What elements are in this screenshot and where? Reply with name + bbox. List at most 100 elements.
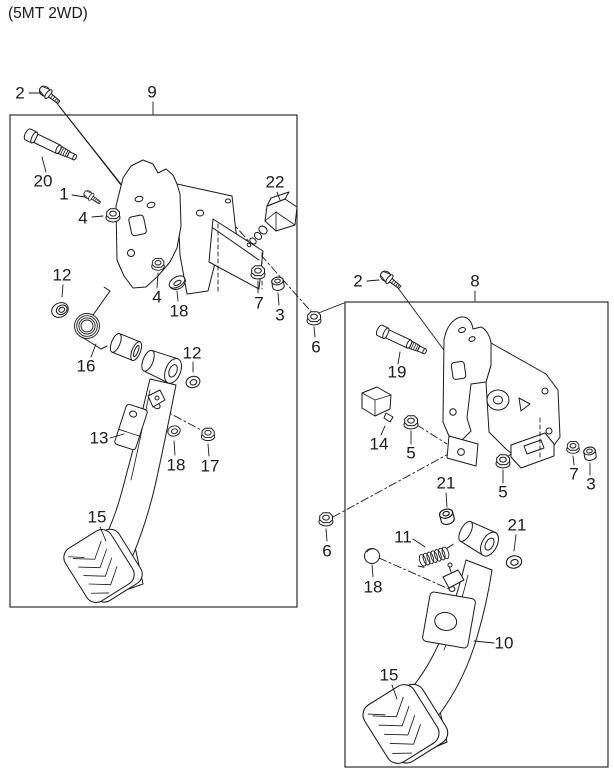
part-label-5-upper: 5 [406,444,415,463]
part-label-18-ball: 18 [364,578,383,597]
ball-18 [364,548,380,564]
nut-17 [200,427,216,442]
leader-line-21-upper [445,492,448,508]
leader-line-14 [380,425,386,436]
nut-7-left [250,265,266,280]
clutch-bracket [115,159,264,295]
bushing-12-left [48,299,72,321]
bolt-2-right [377,268,404,292]
return-spring-16 [74,286,111,350]
assembly-box-9 [9,114,298,608]
nut-6-left [306,311,322,326]
variant-title: (5MT 2WD) [8,5,88,22]
assembly-box-8 [344,301,609,768]
leader-line-16 [90,343,97,358]
part-label-10: 10 [495,634,514,653]
part-label-11: 11 [394,528,412,547]
part-label-5-lower: 5 [498,483,507,502]
switch-14 [361,386,394,423]
leader-line-7-right [572,455,575,466]
leader-line-4-lower [156,272,159,289]
part-label-8: 8 [470,272,479,291]
leader-line-4-upper [91,215,104,218]
leader-line-19 [397,351,401,365]
part-label-14: 14 [370,435,389,454]
switch-axis-dashline [228,218,316,317]
leader-line-15-right [391,684,398,700]
part-label-12-right: 12 [183,344,202,363]
part-label-16: 16 [77,357,96,376]
part-label-22: 22 [266,173,285,192]
switch-22 [246,191,298,248]
part-label-15-right: 15 [380,666,399,685]
leader-line-20 [41,156,47,173]
part-label-4-lower: 4 [152,288,161,307]
part-label-9: 9 [147,83,156,102]
bolt-1 [81,188,103,207]
nut-4-upper [105,208,121,223]
nut-5-upper [403,415,419,430]
part-label-2-right: 2 [353,272,362,291]
leader-line-12-left [61,284,64,298]
leader-line-6-right [325,528,328,542]
leader-line-18-ball [371,564,374,578]
part-label-3-left: 3 [275,306,284,325]
nut-5-lower [495,454,511,469]
ball18-dashline [378,557,450,590]
leader-line-21-lower [513,534,517,552]
cap-plug-18 [168,275,186,290]
part-label-18-washer: 18 [167,456,186,475]
bolt2-right-pointer [397,287,450,358]
part-label-4-upper: 4 [78,209,87,228]
part-label-7-left: 7 [254,294,263,313]
part-label-17: 17 [201,457,220,476]
part-label-21-upper: 21 [437,474,456,493]
brake-assembly [318,268,598,773]
part-label-6-right: 6 [322,542,331,561]
part-label-12-left: 12 [53,266,72,285]
nut-7-right [566,440,580,454]
part-label-19: 19 [388,363,407,382]
axis-to-box8-line [315,302,345,315]
leader-line-18-cap [176,290,179,302]
part-label-21-lower: 21 [508,516,527,535]
leader-line-6-left [313,326,316,338]
leader-line-10 [473,640,495,644]
shaft-sleeve [107,331,145,363]
clutch-pedal-13 [59,346,186,611]
part-label-3-right: 3 [586,475,595,494]
part-label-13: 13 [90,429,109,448]
leader-line-13 [109,433,125,439]
bushing-21-upper [437,507,456,527]
part-label-20: 20 [34,172,53,191]
washer-18 [166,424,182,438]
bushing-21-lower [504,553,524,571]
part-label-15-left: 15 [88,508,107,527]
leader-line-22 [276,191,281,201]
clevis-pin-19 [374,323,429,358]
spring-11 [417,543,454,568]
nut5-upper-dashline [416,424,448,445]
part-label-7-right: 7 [569,465,578,484]
leader-line-11 [412,538,426,548]
brake-pedal-10 [357,517,503,773]
leader-line-2-right [366,279,380,282]
part-label-6-left: 6 [311,338,320,357]
clutch-assembly [22,83,345,611]
bolt-2-left [36,83,63,107]
nut6-right-dashline [332,451,453,518]
part-label-2-left: 2 [15,84,24,103]
nut-4-lower [151,257,165,271]
bushing-3-left [270,275,286,292]
clevis-pin-20 [22,127,80,164]
leader-line-18-washer [173,440,176,456]
leader-line-1 [71,194,86,198]
bushing-12-right [184,374,202,390]
bushing-3-right [582,445,598,462]
clutch-bracket-side-plate [208,218,264,290]
leader-line-15-left [99,526,107,542]
leader-line-3-left [277,292,280,306]
